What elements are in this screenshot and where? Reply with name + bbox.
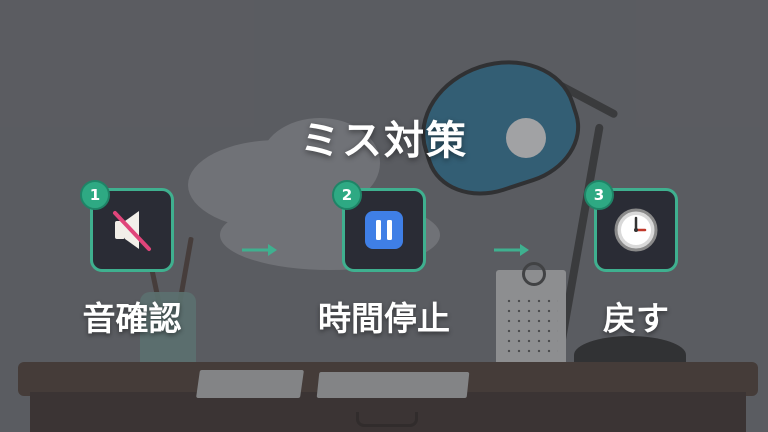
pause-icon: [365, 211, 403, 249]
drawer-handle: [356, 412, 418, 427]
muted-speaker-icon: [113, 211, 151, 251]
step-3-tile[interactable]: [594, 188, 678, 272]
calendar-grid: [504, 296, 558, 356]
calendar-ring: [522, 262, 546, 286]
step-1-number-badge: 1: [80, 180, 110, 210]
step-2-label: 時間停止: [318, 299, 450, 338]
bird-decoration: [506, 118, 546, 158]
step-1-label: 音確認: [82, 299, 182, 338]
page-title: ミス対策: [300, 118, 468, 164]
step-3-number-badge: 3: [584, 180, 614, 210]
arrow-right-icon: [494, 244, 529, 256]
step-2-number-badge: 2: [332, 180, 362, 210]
step-3-label: 戻す: [603, 299, 669, 338]
step-2-tile[interactable]: [342, 188, 426, 272]
clock-icon: [614, 208, 658, 252]
arrow-right-icon: [242, 244, 277, 256]
